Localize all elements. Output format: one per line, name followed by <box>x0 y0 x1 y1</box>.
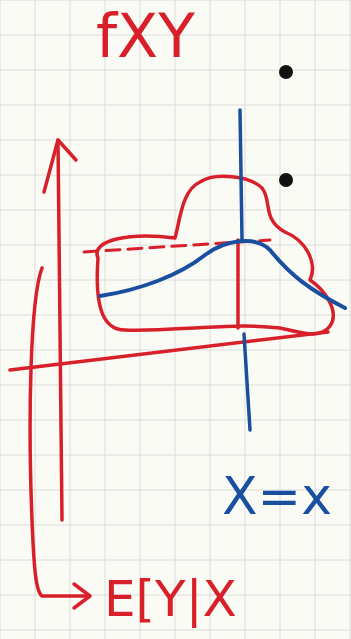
condition-label: X=x <box>222 470 332 522</box>
grid-line <box>140 0 141 639</box>
grid-line <box>0 630 351 631</box>
y-axis <box>58 140 62 520</box>
grid-line <box>0 560 351 561</box>
grid-line <box>280 0 281 639</box>
leader-arrowhead <box>74 584 90 608</box>
x-axis <box>10 332 328 370</box>
grid-line <box>0 210 351 211</box>
grid-line <box>0 385 351 386</box>
grid-line <box>245 0 246 639</box>
grid-line <box>0 140 351 141</box>
conditional-curve <box>100 241 345 308</box>
grid-line <box>0 455 351 456</box>
grid-line <box>0 105 351 106</box>
x-equals-line <box>240 110 250 430</box>
grid-line <box>175 0 176 639</box>
grid-line <box>0 0 351 1</box>
slice-line <box>236 240 240 328</box>
leader-bracket <box>30 268 88 596</box>
grid-line <box>0 175 351 176</box>
density-label: fXY <box>96 6 195 66</box>
grid-line <box>70 0 71 639</box>
density-outline <box>97 176 333 334</box>
grid-line <box>0 70 351 71</box>
bullet-dot <box>279 65 293 79</box>
grid-line <box>0 0 1 639</box>
grid-line <box>315 0 316 639</box>
bullet-dot <box>279 173 293 187</box>
expectation-label: E[Y|X <box>104 574 237 624</box>
grid-line <box>210 0 211 639</box>
grid-line <box>0 420 351 421</box>
grid-line <box>0 315 351 316</box>
axis-arrowhead <box>44 140 76 192</box>
grid-line <box>0 525 351 526</box>
grid-line <box>350 0 351 639</box>
